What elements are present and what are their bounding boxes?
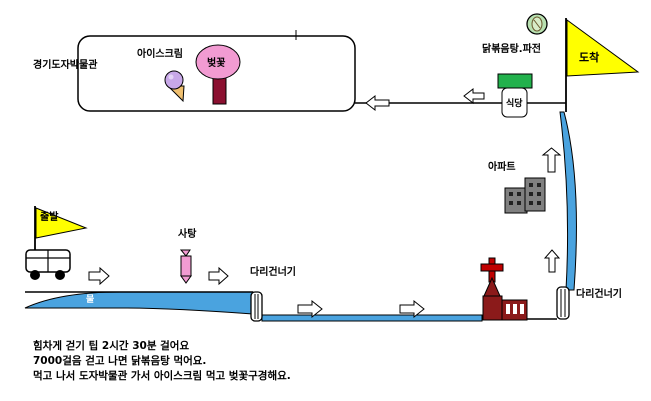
- right-arrow-icon: [399, 299, 425, 319]
- car-icon: [25, 249, 71, 280]
- apartment-label: 아파트: [488, 162, 516, 173]
- pajeon-icon: [526, 13, 548, 35]
- river-bottom: [24, 291, 254, 315]
- right-arrow-icon: [208, 266, 229, 286]
- bridge-right-icon: [556, 286, 570, 320]
- museum-label: 경기도자박물관: [33, 60, 98, 71]
- arrival-label: 도착: [579, 51, 600, 64]
- right-arrow-icon: [297, 299, 323, 319]
- candy-icon: [179, 249, 192, 284]
- canal-bottom: [261, 314, 483, 322]
- bridge-left-icon: [250, 291, 263, 322]
- right-arrow-icon: [88, 266, 110, 286]
- cherry-blossom-label: 벚꽃: [207, 58, 226, 69]
- water-label: 물: [86, 295, 95, 305]
- instructions-line-2: 7000걸음 걷고 나면 닭볶음탕 먹어요.: [33, 355, 207, 367]
- restaurant-icon: [497, 73, 533, 118]
- departure-label: 출발: [40, 212, 59, 223]
- cherry-blossom-tree-icon: [195, 44, 241, 105]
- up-arrow-icon: [541, 147, 562, 173]
- restaurant-sign-label: 식당: [506, 99, 523, 109]
- arrival-flag-icon: [565, 18, 640, 112]
- restaurant-name-label: 닭볶음탕.파전: [482, 44, 541, 55]
- candy-label: 사탕: [178, 229, 197, 240]
- bridge-right-label: 다리건너기: [576, 289, 622, 300]
- apartment-icon: [504, 177, 546, 214]
- instructions-line-1: 힘차게 걷기 팁 2시간 30분 걸어요: [33, 340, 190, 352]
- left-arrow-icon: [463, 87, 485, 105]
- icecream-label: 아이스크림: [137, 49, 183, 60]
- river-right: [559, 111, 577, 291]
- icecream-icon: [164, 70, 185, 103]
- departure-flag-icon: [34, 206, 88, 254]
- left-arrow-icon: [365, 94, 390, 112]
- bridge-left-label: 다리건너기: [250, 267, 296, 278]
- church-icon: [480, 257, 528, 321]
- instructions-line-3: 먹고 나서 도자박물관 가서 아이스크림 먹고 벚꽃구경해요.: [33, 370, 291, 382]
- up-arrow-icon: [543, 249, 561, 273]
